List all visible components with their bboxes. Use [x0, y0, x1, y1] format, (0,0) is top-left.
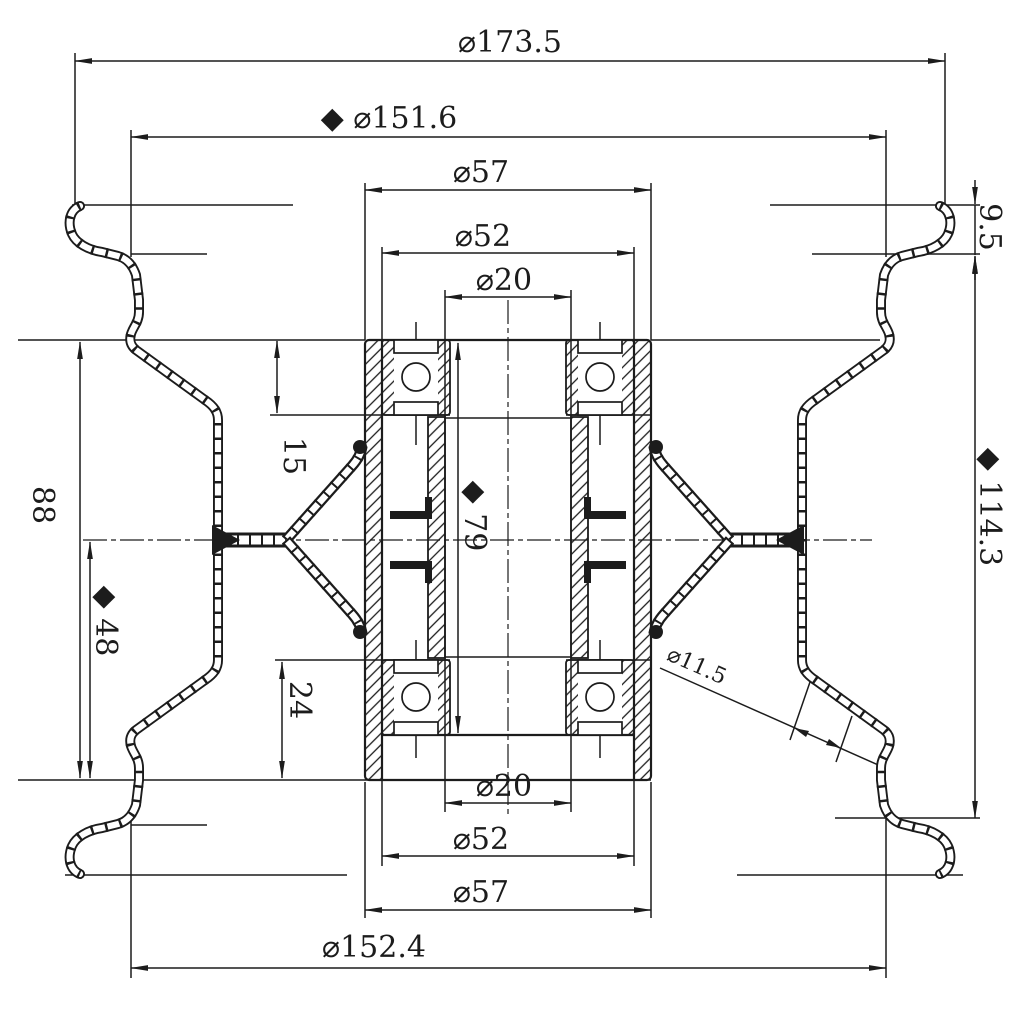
seal-bracket-lower-left [390, 561, 432, 583]
bearing-ball [585, 682, 615, 712]
bearing-bottom-left [381, 659, 451, 736]
hub-body [363, 338, 653, 782]
bearing-ball [401, 682, 431, 712]
dim-rim-width-right: ◆ 114.3 [972, 448, 1007, 567]
inner-spacer-tube-left [427, 416, 446, 659]
rim-weld-right [776, 525, 804, 555]
weld-marks [212, 440, 804, 639]
dim-hub-od-bottom: ⌀57 [453, 875, 509, 910]
dim-flange-depth-right: 9.5 [972, 203, 1007, 251]
bearing-bottom-right [565, 659, 635, 736]
dim-axle-bore-top: ⌀20 [476, 263, 532, 298]
bearing-top-right [565, 339, 635, 416]
dimension-lines [74, 58, 978, 971]
dimension-labels: ⌀173.5 ◆ ⌀151.6 ⌀57 ⌀52 ⌀20 9.5 ◆ 114.3 … [25, 25, 1007, 965]
rim-weld-left [212, 525, 240, 555]
dim-hub-length-left: 88 [25, 486, 60, 524]
seal-bracket-lower-right [584, 561, 626, 583]
dim-bearing-bore-top: ⌀52 [455, 219, 511, 254]
inner-spacer-tube-right [570, 416, 589, 659]
dim-axle-bore-bottom: ⌀20 [476, 769, 532, 804]
dim-bead-dia-bottom: ⌀152.4 [322, 930, 426, 965]
dim-bearing-bore-bottom: ⌀52 [453, 822, 509, 857]
dim-web-hole-dia: ⌀11.5 [663, 642, 730, 690]
dim-bearing-depth-bottom: 24 [282, 681, 317, 719]
bearing-ball [585, 362, 615, 392]
bearing-top-left [381, 339, 451, 416]
dim-bead-dia-top: ◆ ⌀151.6 [321, 101, 458, 136]
seal-bracket-upper-right [584, 497, 626, 519]
dim-bearing-depth-top: 15 [276, 437, 311, 475]
dim-hub-od-top: ⌀57 [453, 155, 509, 190]
seal-bracket-upper-left [390, 497, 432, 519]
dim-hub-inner-length: ◆ 79 [457, 481, 492, 552]
centerlines [83, 300, 872, 815]
dim-outer-rim-dia-top: ⌀173.5 [458, 25, 562, 60]
dim-center-offset-left: ◆ 48 [88, 586, 123, 657]
bearing-ball [401, 362, 431, 392]
